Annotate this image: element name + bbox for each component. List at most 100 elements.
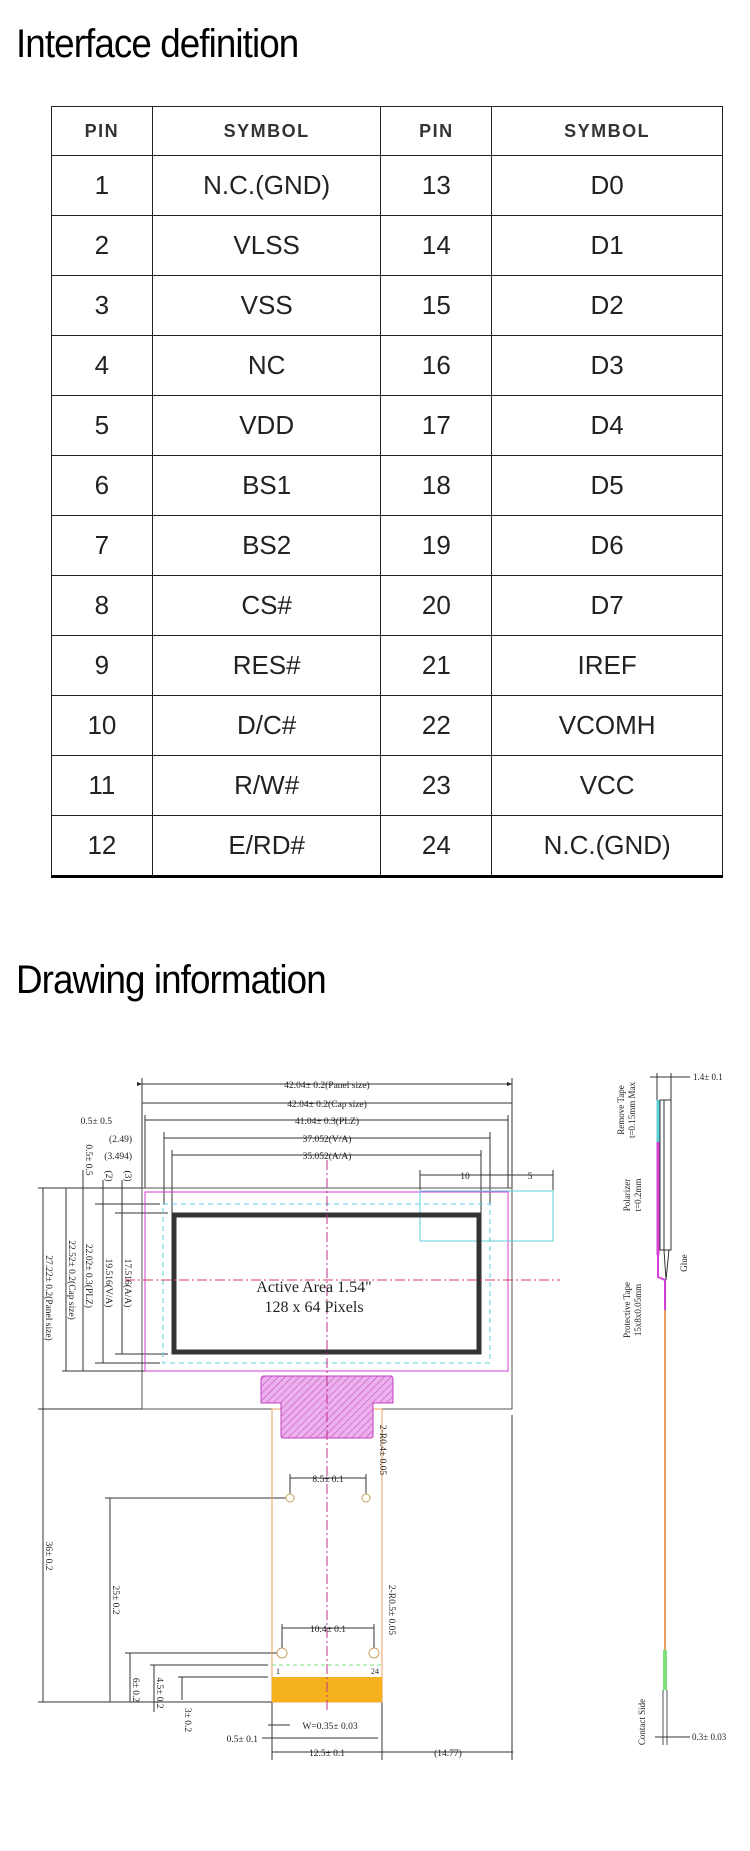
pin-number: 12 <box>51 815 153 877</box>
header-pin: PIN <box>51 106 153 156</box>
pin24-label: 24 <box>371 1667 379 1676</box>
dim-panel-height: 27.22± 0.2(Panel size) <box>43 1255 54 1340</box>
pin-number: 16 <box>380 335 493 396</box>
pin-number: 14 <box>380 215 493 276</box>
dim-5: 5 <box>528 1172 533 1182</box>
pin-number: 13 <box>380 155 493 216</box>
drawing-information-title: Drawing information <box>16 958 327 1002</box>
table-header-row: PIN SYMBOL PIN SYMBOL <box>51 106 723 156</box>
pin-symbol: N.C.(GND) <box>151 155 382 216</box>
dim-3: 3± 0.2 <box>182 1708 192 1732</box>
dim-fpc-length: 36± 0.2 <box>43 1542 53 1571</box>
dim-r1: 2-R0.4± 0.05 <box>377 1425 387 1476</box>
dim-10: 10 <box>460 1172 470 1182</box>
pin-number: 1 <box>51 155 153 216</box>
dim-4-5: 4.5± 0.2 <box>154 1677 164 1709</box>
dim-aa-width: 35.052(A/A) <box>303 1151 352 1162</box>
pin-symbol: D7 <box>491 575 723 636</box>
pin-symbol: D2 <box>491 275 723 336</box>
dimension-labels: 42.04± 0.2(Panel size) 42.04± 0.2(Cap si… <box>43 1080 533 1759</box>
pin-symbol: R/W# <box>151 755 382 816</box>
fpc-thickness: 0.3± 0.03 <box>692 1732 727 1742</box>
pin-symbol: VLSS <box>151 215 382 276</box>
pin-symbol: NC <box>151 335 382 396</box>
pin-number: 21 <box>380 635 493 696</box>
protective-tape-size: 15x8x0.05mm <box>633 1284 643 1336</box>
dim-pitch: 0.5± 0.1 <box>227 1735 259 1745</box>
dim-fpc-width: 12.5± 0.1 <box>309 1749 345 1759</box>
dim-offset: (14.77) <box>434 1748 462 1759</box>
protective-tape-label: Protective Tape <box>622 1282 632 1338</box>
pin-symbol: N.C.(GND) <box>491 815 723 877</box>
pin-number: 19 <box>380 515 493 576</box>
header-pin: PIN <box>380 106 493 156</box>
pin-symbol: VDD <box>151 395 382 456</box>
pin-number: 9 <box>51 635 153 696</box>
polarizer-thickness: t=0.2mm <box>633 1179 643 1212</box>
remove-tape-label: Remove Tape <box>616 1085 626 1134</box>
remove-tape-thickness: t=0.15mm Max <box>627 1081 637 1138</box>
dim-voff3: (3) <box>122 1170 133 1181</box>
pin1-label: 1 <box>276 1667 280 1676</box>
dim-aa-height: 17.516(A/A) <box>122 1259 133 1308</box>
dim-off3: (3.494) <box>104 1151 132 1162</box>
pin-number: 20 <box>380 575 493 636</box>
dim-r2: 2-R0.5± 0.05 <box>386 1585 396 1636</box>
dim-off2: (2.49) <box>109 1134 132 1145</box>
pin-number: 24 <box>380 815 493 877</box>
side-view: 1.4± 0.1 Remove Tape t=0.15mm Max Polari… <box>616 1072 727 1745</box>
side-thickness: 1.4± 0.1 <box>693 1072 723 1082</box>
polarizer-label: Polarizer <box>622 1179 632 1211</box>
dim-6: 6± 0.2 <box>130 1678 140 1702</box>
dim-hole2: 10.4± 0.1 <box>310 1625 346 1635</box>
pin-number: 5 <box>51 395 153 456</box>
dim-va-width: 37.052(V/A) <box>303 1134 352 1145</box>
dim-cap-height: 22.52± 0.2(Cap size) <box>66 1240 77 1320</box>
pin-symbol: VCC <box>491 755 723 816</box>
pin-number: 18 <box>380 455 493 516</box>
dim-plz-width: 41.04± 0.3(PLZ) <box>295 1116 359 1127</box>
pin-symbol: CS# <box>151 575 382 636</box>
dim-hole1: 8.5± 0.1 <box>312 1475 344 1485</box>
front-view <box>38 1078 554 1760</box>
dim-voff2: (2) <box>103 1170 114 1181</box>
dim-off1: 0.5± 0.5 <box>81 1117 113 1127</box>
pin-symbol: BS2 <box>151 515 382 576</box>
header-symbol: SYMBOL <box>491 106 723 156</box>
pin-symbol: RES# <box>151 635 382 696</box>
pin-symbol: VSS <box>151 275 382 336</box>
glue-label: Glue <box>679 1254 689 1272</box>
dim-hole-height: 25± 0.2 <box>110 1586 120 1615</box>
pin-symbol: D0 <box>491 155 723 216</box>
dim-va-height: 19.516(V/A) <box>103 1259 114 1308</box>
pin-symbol: D5 <box>491 455 723 516</box>
dim-voff1: 0.5± 0.5 <box>83 1144 93 1176</box>
dim-cap-width: 42.04± 0.2(Cap size) <box>287 1099 367 1110</box>
pin-number: 22 <box>380 695 493 756</box>
dim-panel-width: 42.04± 0.2(Panel size) <box>284 1080 369 1091</box>
pin-number: 11 <box>51 755 153 816</box>
pin-number: 15 <box>380 275 493 336</box>
dim-w: W=0.35± 0.03 <box>302 1722 357 1732</box>
pin-symbol: E/RD# <box>151 815 382 877</box>
dim-plz-height: 22.02± 0.3(PLZ) <box>83 1244 94 1308</box>
active-area-label: Active Area 1.54" <box>256 1279 371 1296</box>
interface-definition-title: Interface definition <box>16 22 299 66</box>
pixels-label: 128 x 64 Pixels <box>264 1299 363 1316</box>
pin-number: 8 <box>51 575 153 636</box>
pin-symbol: VCOMH <box>491 695 723 756</box>
pin-number: 23 <box>380 755 493 816</box>
